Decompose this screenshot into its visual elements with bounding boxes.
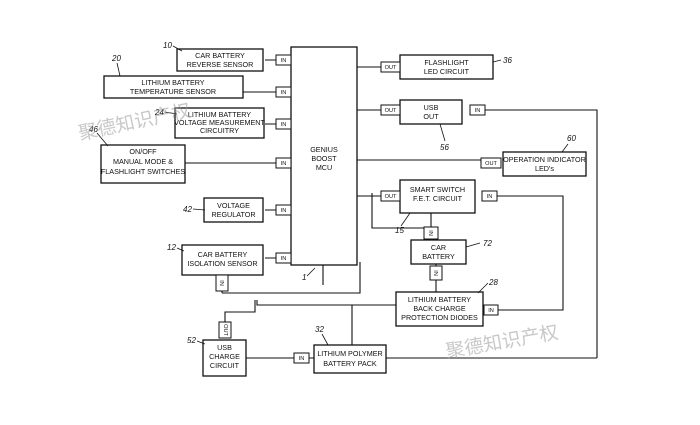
- usb-charge-circuit-block: OUT USB CHARGE CIRCUIT 52: [187, 321, 247, 377]
- flashlight-led-circuit-line-2: LED CIRCUIT: [424, 67, 470, 76]
- lithium-battery-voltage-measurement-line-2: VOLTAGE MEASUREMENT: [174, 118, 265, 127]
- operation-indicator-block: OPERATION INDICATOR LED's 60 OUT: [480, 134, 587, 177]
- switches-line-1: ON/OFF: [129, 147, 157, 156]
- port-in: IN: [218, 280, 224, 286]
- car-battery-reverse-sensor-line-2: REVERSE SENSOR: [187, 60, 254, 69]
- port-in: IN: [281, 256, 287, 262]
- protection-diodes-line-1: LITHIUM BATTERY: [408, 295, 471, 304]
- port-in: IN: [475, 108, 481, 114]
- operation-indicator-line-1: OPERATION INDICATOR: [503, 155, 586, 164]
- port-in: IN: [487, 194, 493, 200]
- smart-switch-line-1: SMART SWITCH: [410, 185, 465, 194]
- car-battery-reverse-sensor-line-1: CAR BATTERY: [195, 51, 245, 60]
- switches-line-2: MANUAL MODE &: [113, 157, 173, 166]
- port-in: IN: [488, 308, 494, 314]
- usb-charge-circuit-line-2: CHARGE: [209, 352, 240, 361]
- lithium-battery-temperature-sensor: LITHIUM BATTERY TEMPERATURE SENSOR 20: [103, 54, 244, 99]
- lithium-polymer-pack-line-2: BATTERY PACK: [323, 359, 377, 368]
- mcu-in-ports: IN IN IN IN IN IN: [275, 54, 292, 264]
- isolation-sensor-in-port: IN: [215, 274, 229, 292]
- port-in: IN: [432, 270, 438, 276]
- usb-charge-circuit-line-3: CIRCUIT: [210, 361, 240, 370]
- protection-diodes-line-2: BACK CHARGE: [413, 304, 466, 313]
- smart-switch-ref: 15: [395, 226, 404, 235]
- lithium-battery-temperature-sensor-line-2: TEMPERATURE SENSOR: [130, 87, 216, 96]
- car-battery-block: IN CAR BATTERY 72 IN: [410, 226, 492, 281]
- switches-line-3: FLASHLIGHT SWITCHES: [101, 167, 185, 176]
- lithium-battery-voltage-measurement-line-1: LITHIUM BATTERY: [188, 110, 251, 119]
- car-battery-reverse-sensor: CAR BATTERY REVERSE SENSOR 10: [163, 41, 264, 72]
- operation-indicator-ref: 60: [567, 134, 576, 143]
- lithium-battery-temperature-sensor-ref: 20: [111, 54, 121, 63]
- smart-switch-line-2: F.E.T. CIRCUIT: [413, 194, 463, 203]
- smart-switch-block: SMART SWITCH F.E.T. CIRCUIT 15 OUT IN: [380, 179, 498, 235]
- flashlight-led-circuit-line-1: FLASHLIGHT: [424, 58, 469, 67]
- lithium-battery-voltage-measurement-line-3: CIRCUITRY: [200, 126, 239, 135]
- car-battery-ref: 72: [483, 239, 492, 248]
- lithium-polymer-pack-ref: 32: [315, 325, 324, 334]
- car-battery-line-1: CAR: [431, 243, 446, 252]
- port-out: OUT: [385, 194, 397, 200]
- usb-charge-circuit-line-1: USB: [217, 343, 232, 352]
- car-battery-reverse-sensor-ref: 10: [163, 41, 172, 50]
- protection-diodes-ref: 28: [488, 278, 498, 287]
- car-battery-isolation-sensor: CAR BATTERY ISOLATION SENSOR 12: [167, 243, 264, 276]
- port-out: OUT: [485, 161, 497, 167]
- mcu-block: GENIUS BOOST MCU 1: [290, 46, 358, 282]
- flashlight-led-circuit: FLASHLIGHT LED CIRCUIT 36 OUT: [380, 54, 512, 80]
- port-in: IN: [427, 230, 433, 236]
- mcu-line-2: BOOST: [311, 154, 337, 163]
- port-in: IN: [281, 122, 287, 128]
- mcu-ref: 1: [302, 273, 306, 282]
- mcu-line-1: GENIUS: [310, 145, 338, 154]
- flashlight-led-circuit-ref: 36: [503, 56, 512, 65]
- switches-ref: 46: [89, 125, 98, 134]
- protection-diodes-line-3: PROTECTION DIODES: [401, 313, 478, 322]
- mcu-line-3: MCU: [316, 163, 332, 172]
- lithium-battery-voltage-measurement-ref: 24: [154, 108, 164, 117]
- lithium-battery-voltage-measurement: LITHIUM BATTERY VOLTAGE MEASUREMENT CIRC…: [154, 107, 265, 139]
- port-in: IN: [281, 58, 287, 64]
- operation-indicator-line-2: LED's: [535, 164, 554, 173]
- protection-diodes-block: LITHIUM BATTERY BACK CHARGE PROTECTION D…: [395, 278, 499, 327]
- usb-out-line-1: USB: [424, 103, 439, 112]
- switches-block: ON/OFF MANUAL MODE & FLASHLIGHT SWITCHES…: [89, 125, 186, 184]
- voltage-regulator-line-1: VOLTAGE: [217, 201, 250, 210]
- usb-out-line-2: OUT: [423, 112, 439, 121]
- car-battery-line-2: BATTERY: [422, 252, 455, 261]
- usb-out-ref: 56: [440, 143, 449, 152]
- car-battery-isolation-sensor-ref: 12: [167, 243, 176, 252]
- port-out: OUT: [385, 108, 397, 114]
- watermark-bottom: 聚德知识产权: [444, 321, 560, 362]
- port-out: OUT: [222, 324, 228, 336]
- car-battery-isolation-sensor-line-1: CAR BATTERY: [198, 250, 248, 259]
- port-in: IN: [281, 208, 287, 214]
- port-in: IN: [299, 356, 305, 362]
- voltage-regulator: VOLTAGE REGULATOR 42: [183, 197, 264, 223]
- port-out: OUT: [385, 65, 397, 71]
- usb-charge-circuit-ref: 52: [187, 336, 196, 345]
- lithium-battery-temperature-sensor-line-1: LITHIUM BATTERY: [141, 78, 204, 87]
- port-in: IN: [281, 161, 287, 167]
- usb-out-block: USB OUT 56 OUT IN: [380, 99, 486, 152]
- voltage-regulator-line-2: REGULATOR: [211, 210, 255, 219]
- car-battery-isolation-sensor-line-2: ISOLATION SENSOR: [187, 259, 257, 268]
- lithium-polymer-pack-line-1: LITHIUM POLYMER: [317, 349, 382, 358]
- lithium-polymer-pack-block: IN LITHIUM POLYMER BATTERY PACK 32: [293, 325, 387, 374]
- port-in: IN: [281, 90, 287, 96]
- voltage-regulator-ref: 42: [183, 205, 192, 214]
